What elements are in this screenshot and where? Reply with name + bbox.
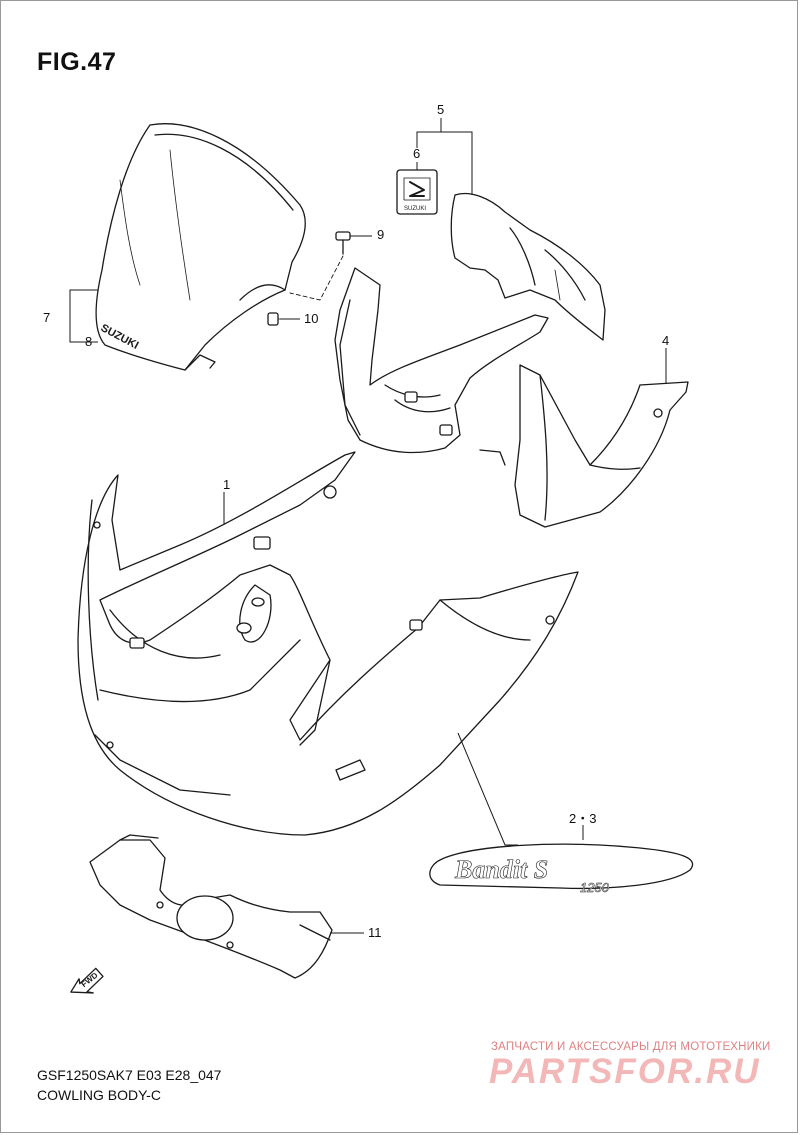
callout-5: 5 [437,102,445,117]
leader-line-2-3 [457,732,584,846]
callout-11: 11 [368,925,382,940]
screw-part [335,231,351,255]
forward-arrow-icon: FWD [70,967,104,994]
inner-bracket-part [334,267,549,454]
section-name: COWLING BODY-C [37,1087,161,1103]
bandit-decal-part: Bandit S 1250 [429,843,693,895]
lower-panel-part [89,834,333,979]
leader-line-7-8 [69,289,98,343]
windscreen-part: SUZUKI [95,123,306,371]
side-cover-part [479,364,689,528]
cowling-body-part [77,451,579,836]
callout-10: 10 [304,311,319,326]
leader-line-5-6 [416,118,473,195]
watermark-logo: PARTSFOR.RU [489,1052,761,1091]
figure-title: FIG.47 [37,48,117,76]
suzuki-badge-part: SUZUKI [396,169,438,215]
meter-panel-part [450,192,606,341]
decal-script-text: Bandit S [454,855,548,884]
callout-4: 4 [662,333,670,348]
callout-7: 7 [43,310,51,325]
callout-1: 1 [223,477,231,492]
callout-6: 6 [413,146,421,161]
callout-2-3: 2・3 [569,811,597,826]
decal-number-text: 1250 [580,880,610,895]
badge-text: SUZUKI [404,206,426,212]
watermark-tagline: ЗАПЧАСТИ И АКСЕССУАРЫ ДЛЯ МОТОТЕХНИКИ [491,1041,771,1053]
model-code: GSF1250SAK7 E03 E28_047 [37,1067,222,1083]
callout-9: 9 [377,227,385,242]
callout-8: 8 [85,334,93,349]
